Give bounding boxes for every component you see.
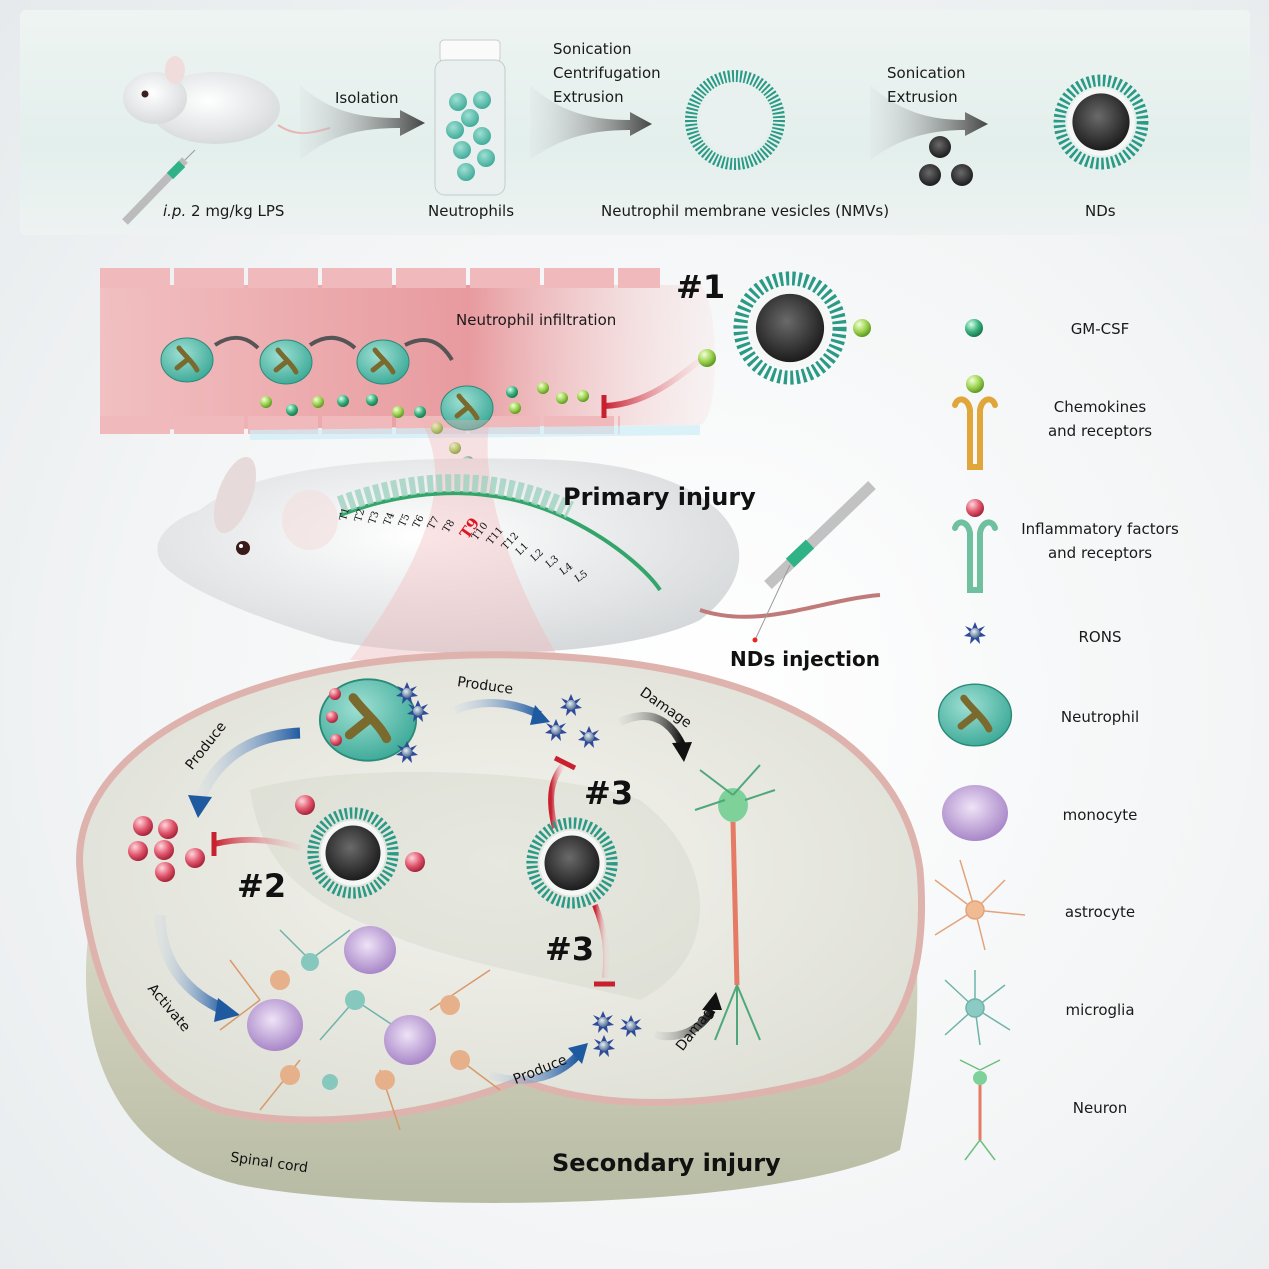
neuron-icon [959, 1059, 1001, 1161]
gm-csf-icon [965, 319, 983, 337]
legend-astrocyte: astrocyte [1064, 903, 1136, 921]
rons-icon [964, 622, 986, 644]
marker-3-bottom: #3 [545, 930, 595, 968]
inflammatory-factors-inside [326, 688, 342, 746]
neutrophil-infiltration-label: Neutrophil infiltration [456, 311, 617, 329]
secondary-injury-title: Secondary injury [552, 1149, 781, 1177]
monocyte-icon [942, 785, 1008, 841]
neuron-in-cord [694, 764, 776, 1045]
marker-2: #2 [237, 867, 287, 905]
nds-caption: NDs [1085, 202, 1116, 220]
inhibit-arrow-3-top [548, 762, 567, 829]
glial-cell-cluster [219, 926, 501, 1131]
produce-arrow-bottom [488, 1052, 581, 1084]
vertebra-label: L5 [573, 568, 590, 585]
nmv-vesicle [685, 70, 785, 170]
centrifugation-label: Centrifugation [553, 64, 661, 82]
inhibit-arrow-2 [213, 836, 301, 851]
nds-injection-label: NDs injection [730, 647, 880, 671]
legend-gm-csf: GM-CSF [1070, 320, 1130, 338]
nd-particle [1059, 80, 1142, 163]
legend-inflammatory-factors: Inflammatory factors and receptors [1021, 520, 1179, 562]
legend-monocyte: monocyte [1062, 806, 1138, 824]
vertebra-label: T5 [396, 512, 413, 529]
membrane-prep-arrow [530, 85, 652, 160]
nanoparticle-cores [919, 136, 973, 186]
vertebra-label: T7 [426, 515, 443, 532]
marker-1: #1 [676, 268, 726, 306]
vertebra-label: T3 [367, 509, 383, 526]
vertebra-label: T6 [411, 513, 428, 531]
astrocyte-icon [934, 859, 1026, 951]
damage-arrow-bottom [654, 1007, 716, 1041]
coating-arrow [870, 85, 988, 160]
inflammatory-factor-cluster [128, 795, 425, 882]
vertebra-label: T1 [338, 506, 353, 522]
vertebra-label: T2 [352, 507, 368, 524]
microglia-icon [944, 970, 1011, 1046]
marker-3-top: #3 [584, 774, 634, 812]
recipient-mouse [157, 420, 881, 660]
legend-neuron: Neuron [1072, 1099, 1128, 1117]
damage-arrow-top [618, 712, 686, 747]
injection-syringe-icon [752, 481, 876, 643]
produce-arrow-left [194, 727, 301, 803]
nd-particle-1 [740, 278, 839, 377]
isolation-label: Isolation [335, 89, 399, 107]
vertebra-label: T4 [382, 510, 398, 527]
chemokine-receptor-icon [952, 396, 998, 470]
isolation-arrow [300, 85, 425, 160]
inflammatory-receptor-icon [952, 519, 998, 593]
injury-cone [350, 420, 560, 660]
chemokine-icon [966, 375, 984, 393]
produce-arrow-top [453, 699, 542, 719]
sonication-label: Sonication [553, 40, 632, 58]
extrusion-label-2: Extrusion [887, 88, 958, 106]
inflammatory-factor-icon [966, 499, 984, 517]
lps-injection-caption: i.p. 2 mg/kg LPS [163, 202, 285, 220]
neutrophils-caption: Neutrophils [428, 202, 515, 220]
legend-chemokines: Chemokines and receptors [1047, 398, 1153, 440]
primary-injury-title: Primary injury [563, 483, 756, 511]
activate-arrow [154, 914, 228, 1016]
rolling-arrows [213, 335, 454, 362]
legend-neutrophil: Neutrophil [1060, 708, 1140, 726]
inhibit-arrow-1 [603, 357, 702, 409]
vertebra-label: T8 [440, 517, 458, 535]
sonication-label-2: Sonication [887, 64, 966, 82]
legend-microglia: microglia [1065, 1001, 1135, 1019]
inhibit-arrow-3-bottom [592, 903, 610, 979]
neutrophil-vial [434, 39, 506, 196]
extrusion-label: Extrusion [553, 88, 624, 106]
nmv-caption: Neutrophil membrane vesicles (NMVs) [601, 202, 890, 220]
donor-mouse [123, 56, 331, 144]
syringe-icon [122, 149, 196, 225]
gm-csf-chemokine-dots [260, 382, 589, 468]
legend-icons [934, 319, 1026, 1161]
legend-rons: RONS [1078, 628, 1122, 646]
